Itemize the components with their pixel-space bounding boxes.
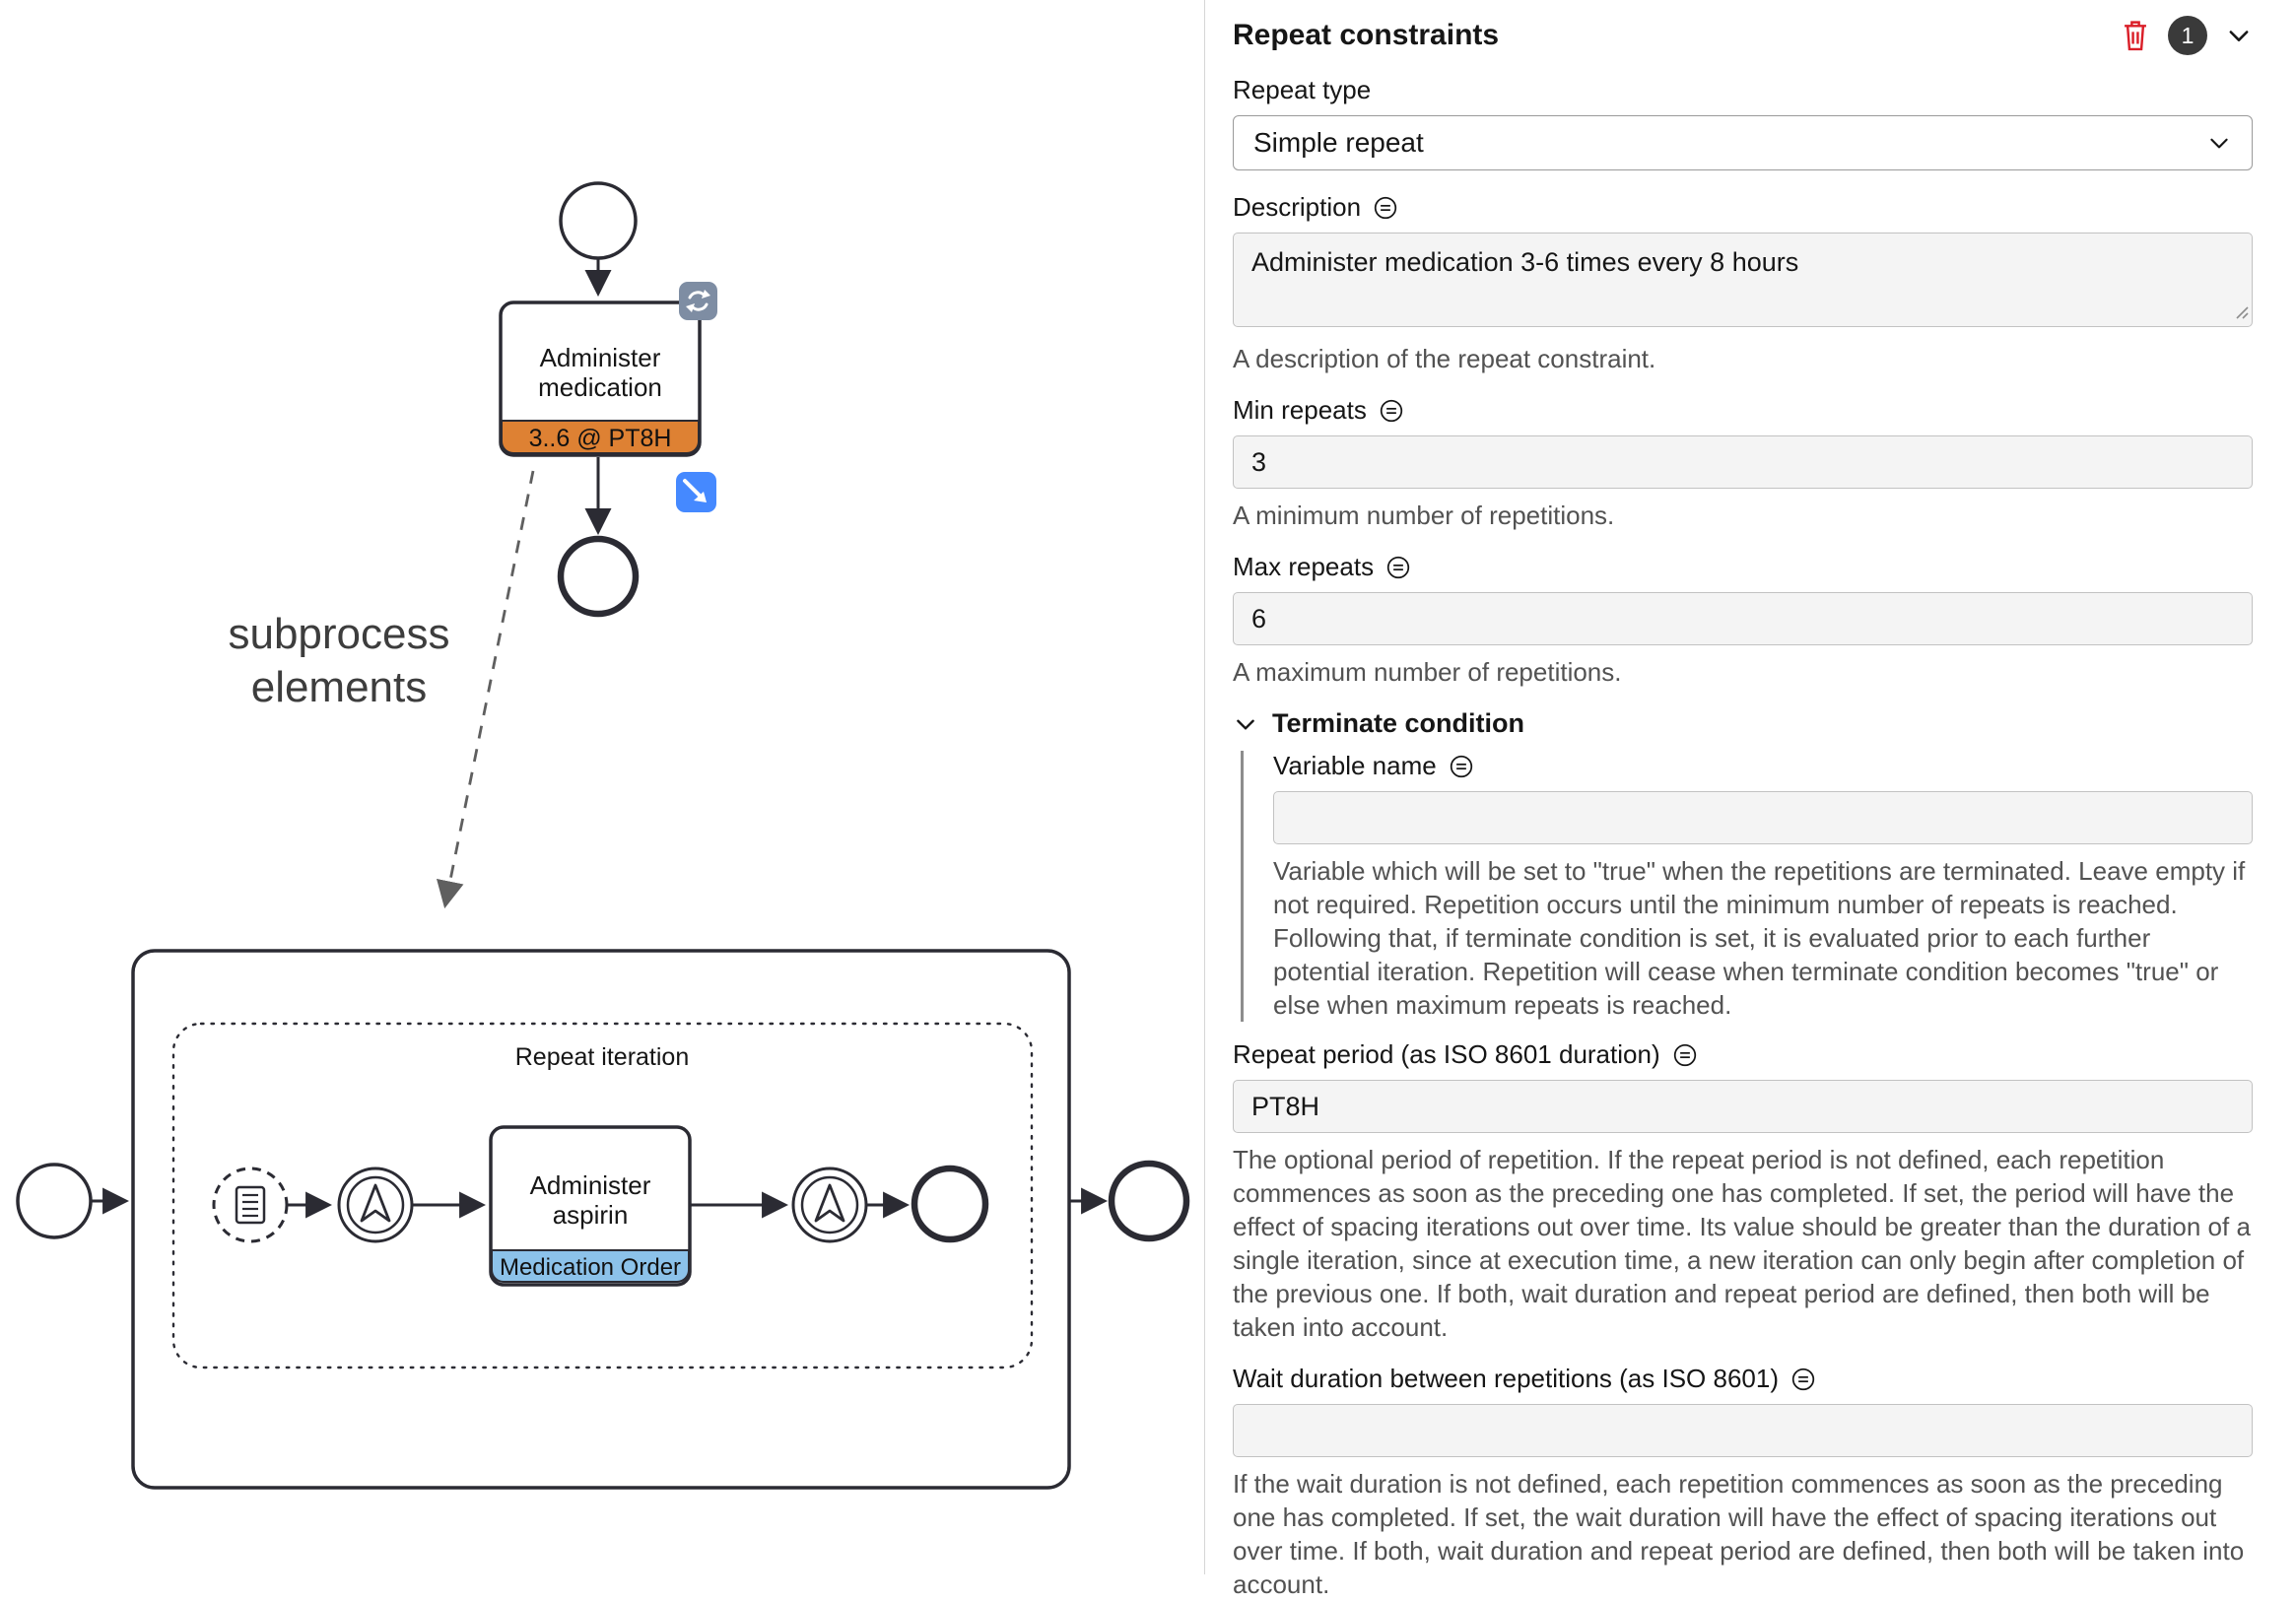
svg-text:medication: medication — [538, 372, 662, 402]
resize-handle-icon[interactable] — [2233, 303, 2249, 324]
bpmn-diagram: Administer medication 3..6 @ PT8H subpro… — [16, 181, 1190, 1490]
chevron-down-icon — [2210, 138, 2228, 149]
description-textarea[interactable]: Administer medication 3-6 times every 8 … — [1233, 233, 2253, 327]
inner-end-event[interactable] — [911, 1165, 989, 1243]
escalation-event-2[interactable] — [791, 1167, 868, 1243]
chevron-down-icon — [1237, 719, 1254, 730]
wait-duration-label: Wait duration between repetitions (as IS… — [1233, 1364, 2253, 1394]
max-repeats-input[interactable] — [1233, 592, 2253, 645]
outer-start-event[interactable] — [16, 1163, 93, 1239]
task-label-line: Administer — [540, 343, 661, 372]
terminate-condition-section: Variable name Variable which will be set… — [1241, 751, 2253, 1022]
repeat-period-input[interactable] — [1233, 1080, 2253, 1133]
loop-marker-icon — [679, 282, 717, 320]
chevron-down-icon — [2229, 31, 2249, 41]
task-label-line: medication — [538, 372, 662, 402]
count-badge: 1 — [2168, 16, 2207, 55]
process-canvas: Administer medication 3..6 @ PT8H subpro… — [16, 181, 1190, 1490]
info-icon[interactable] — [1373, 195, 1398, 221]
info-icon[interactable] — [1672, 1042, 1698, 1068]
repeat-type-label: Repeat type — [1233, 75, 1372, 104]
min-repeats-label: Min repeats — [1233, 395, 2253, 426]
variable-name-label: Variable name — [1273, 751, 2253, 781]
info-icon[interactable] — [1449, 754, 1474, 779]
svg-text:subprocess: subprocess — [228, 610, 449, 658]
annotation-subprocess-elements: subprocess elements — [228, 610, 449, 711]
description-helper: A description of the repeat constraint. — [1233, 344, 1656, 373]
end-event[interactable] — [557, 535, 640, 618]
repeat-period-helper: The optional period of repetition. If th… — [1233, 1145, 2251, 1342]
repeat-type-select[interactable]: Simple repeat — [1233, 115, 2253, 170]
variable-name-input[interactable] — [1273, 791, 2253, 844]
svg-text:aspirin: aspirin — [553, 1200, 629, 1230]
min-repeats-helper: A minimum number of repetitions. — [1233, 500, 1615, 530]
svg-text:Administer: Administer — [540, 343, 661, 372]
dashed-connector — [436, 470, 535, 909]
group-label: Repeat iteration — [515, 1043, 690, 1071]
wait-duration-helper: If the wait duration is not defined, eac… — [1233, 1469, 2245, 1599]
conditional-event[interactable] — [212, 1167, 289, 1243]
medication-order-label: Medication Order — [500, 1254, 681, 1281]
repeat-badge — [501, 420, 700, 454]
terminate-condition-section-toggle[interactable]: Terminate condition — [1233, 708, 2253, 739]
delete-button[interactable] — [2121, 19, 2150, 52]
escalation-event-1[interactable] — [337, 1167, 414, 1243]
info-icon[interactable] — [1790, 1367, 1816, 1392]
final-end-event[interactable] — [1108, 1160, 1190, 1242]
medication-order-badge — [491, 1249, 690, 1283]
wait-duration-input[interactable] — [1233, 1404, 2253, 1457]
panel-title: Repeat constraints — [1233, 19, 1500, 51]
administer-aspirin-task[interactable]: Administer aspirin Medication Order — [489, 1125, 692, 1287]
max-repeats-helper: A maximum number of repetitions. — [1233, 657, 1622, 687]
properties-panel: Repeat constraints 1 Repeat type Simple … — [1204, 0, 2296, 1599]
administer-medication-task[interactable]: Administer medication 3..6 @ PT8H — [499, 300, 702, 457]
panel-header: Repeat constraints 1 — [1233, 16, 2253, 55]
drilldown-icon[interactable] — [676, 472, 716, 512]
collapse-panel-button[interactable] — [2225, 22, 2253, 49]
repeat-badge-label: 3..6 @ PT8H — [529, 425, 672, 452]
task-label-line: Administer — [530, 1170, 651, 1200]
trash-icon — [2125, 21, 2146, 51]
task-label-line: aspirin — [553, 1200, 629, 1230]
min-repeats-input[interactable] — [1233, 435, 2253, 489]
repeat-type-value: Simple repeat — [1253, 127, 1424, 158]
variable-name-helper: Variable which will be set to "true" whe… — [1273, 856, 2246, 1020]
terminate-condition-title: Terminate condition — [1272, 708, 1525, 738]
svg-text:elements: elements — [251, 663, 428, 711]
svg-text:Administer: Administer — [530, 1170, 651, 1200]
info-icon[interactable] — [1379, 398, 1404, 424]
info-icon[interactable] — [1385, 555, 1411, 580]
max-repeats-label: Max repeats — [1233, 552, 2253, 582]
start-event[interactable] — [559, 181, 638, 260]
repeat-period-label: Repeat period (as ISO 8601 duration) — [1233, 1039, 2253, 1070]
description-label: Description — [1233, 192, 2253, 223]
